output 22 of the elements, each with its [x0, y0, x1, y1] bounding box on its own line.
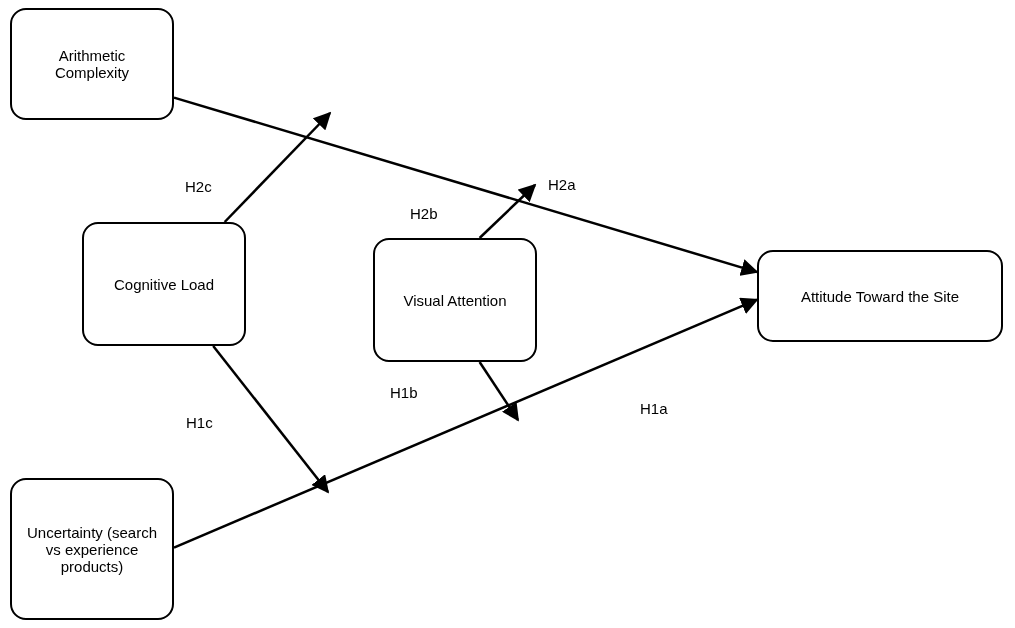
rounded-box: [373, 238, 537, 362]
rounded-box: [10, 8, 174, 120]
edge-label: H1c: [186, 414, 213, 431]
rounded-box: [757, 250, 1003, 342]
node-label: Attitude Toward the Site: [800, 287, 960, 305]
node-label: Cognitive Load: [113, 275, 215, 293]
rounded-box: [82, 222, 246, 346]
node-label: Arithmetic Complexity: [53, 47, 131, 81]
node-label: Uncertainty (search vs experience products): [25, 523, 159, 575]
arrow: [173, 96, 759, 276]
edge-label: H2c: [185, 178, 212, 195]
arrow: [478, 183, 537, 239]
edge-label: H2b: [410, 205, 438, 222]
arrow: [223, 111, 332, 223]
rounded-box: [10, 478, 174, 620]
edge-label: H2a: [548, 176, 576, 193]
edge-label: H1b: [390, 384, 418, 401]
arrow: [212, 345, 330, 494]
arrow: [173, 297, 759, 549]
node-label: Visual Attention: [403, 291, 507, 309]
edge-label: H1a: [640, 400, 668, 417]
arrow: [478, 361, 520, 422]
